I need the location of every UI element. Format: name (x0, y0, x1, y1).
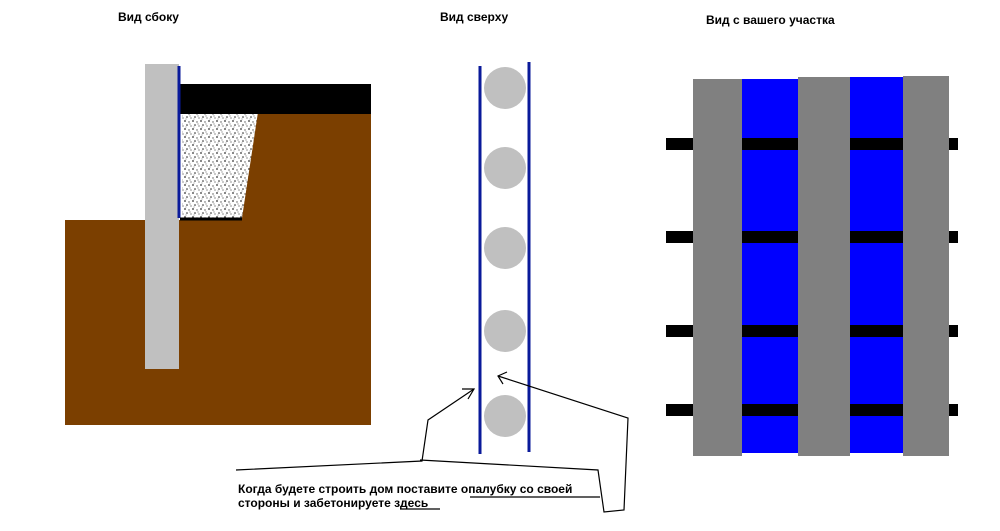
plot-view-title: Вид с вашего участка (706, 13, 835, 27)
annotation-arrows (235, 371, 629, 513)
arrow-left (235, 388, 475, 471)
soil-ground (65, 220, 371, 425)
concrete-pile (145, 64, 179, 369)
note-line-1: Когда будете строить дом поставите опалу… (238, 482, 573, 496)
note-line-2: стороны и забетонируете здесь (238, 496, 429, 510)
fence-post (798, 77, 850, 456)
pile-circle (484, 147, 526, 189)
arrow-right-head (497, 371, 508, 385)
top-view (478, 62, 531, 454)
arrow-right (419, 375, 629, 513)
fence-panel (849, 77, 905, 453)
concrete-slab (180, 84, 371, 114)
plot-view (666, 76, 958, 456)
fence-post (903, 76, 949, 456)
pile-circle (484, 67, 526, 109)
fence-panel (740, 79, 800, 453)
side-view-title: Вид сбоку (118, 10, 179, 24)
top-view-title: Вид сверху (440, 10, 509, 24)
fence-post (693, 79, 742, 456)
pile-circle (484, 310, 526, 352)
side-view (65, 64, 371, 425)
arrow-left-head (462, 388, 476, 400)
gravel-fill (182, 112, 258, 218)
pile-circle (484, 395, 526, 437)
pile-circle (484, 227, 526, 269)
